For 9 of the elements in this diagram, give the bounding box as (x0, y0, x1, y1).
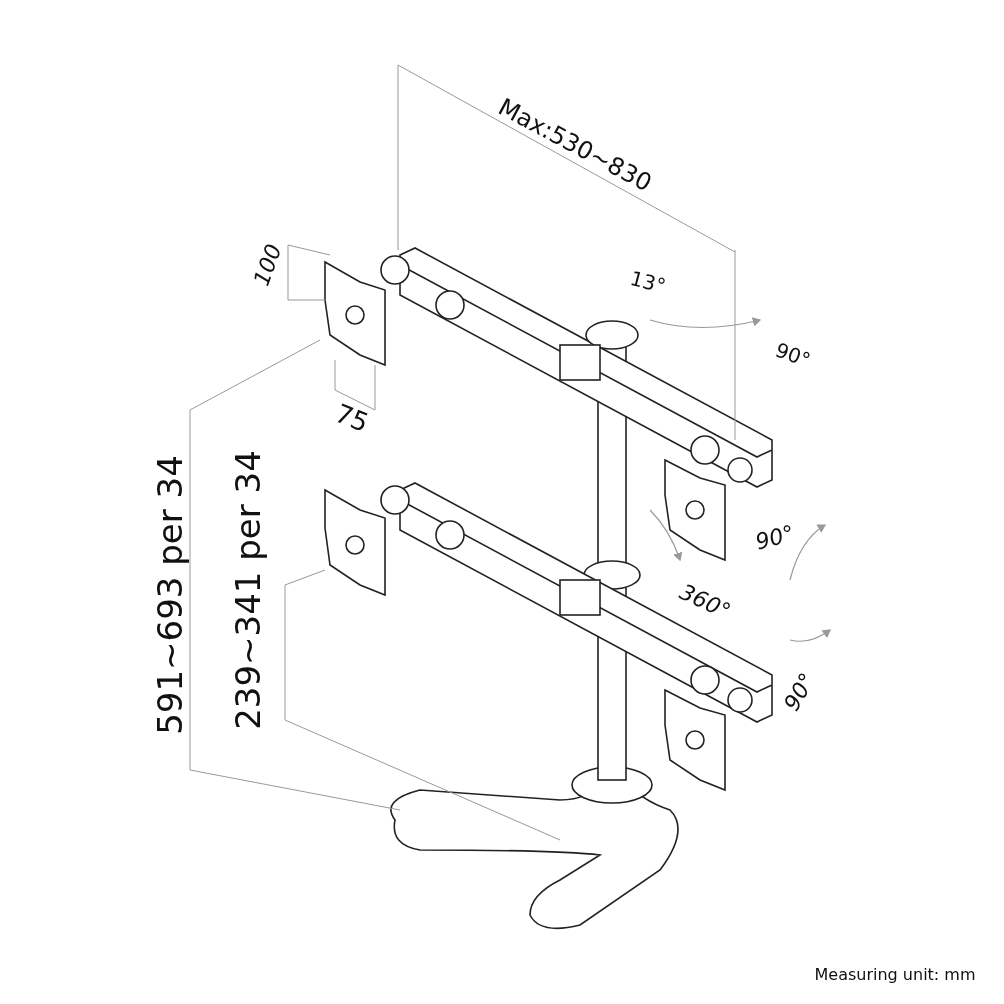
measuring-unit-note: Measuring unit: mm (814, 967, 976, 983)
angle-label: 90° (753, 522, 797, 554)
angle-label: 13° (628, 267, 668, 297)
dimension-label: 100 (250, 241, 286, 289)
dimension-label: 75 (331, 399, 373, 437)
dimension-label: 239~341 per 34 (231, 450, 265, 730)
angle-label: 360° (676, 580, 734, 624)
angle-label: 90° (772, 339, 814, 371)
dimension-label: 591~693 per 34 (153, 455, 187, 735)
